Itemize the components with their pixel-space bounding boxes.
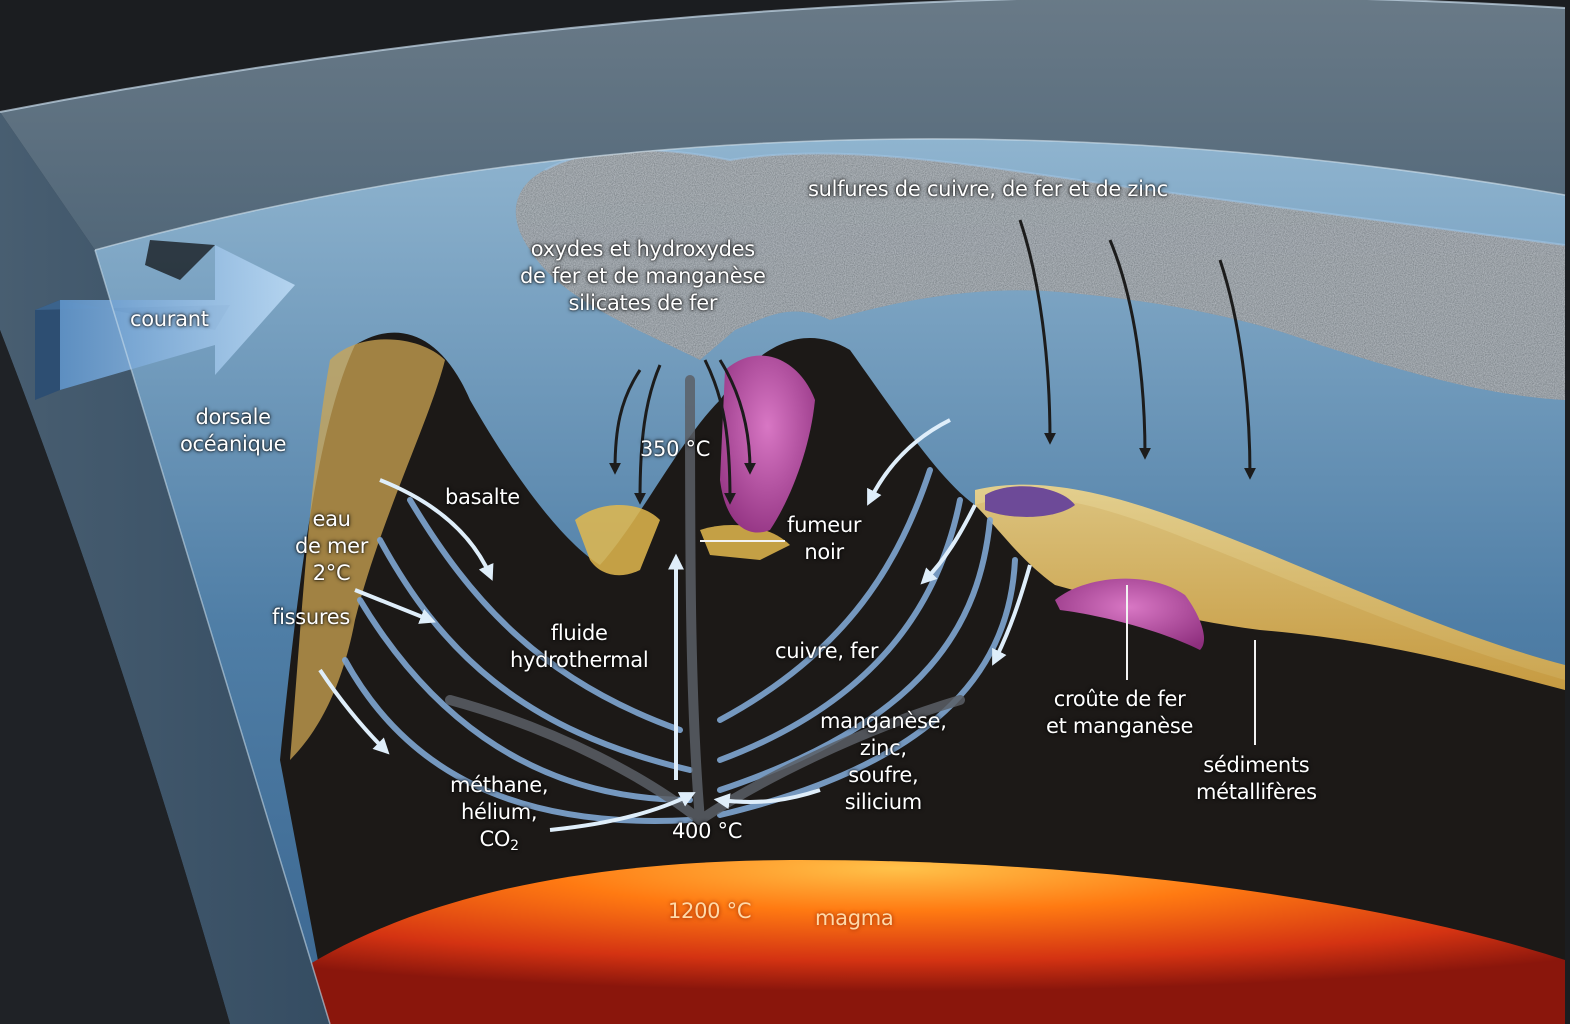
label-fumeur-noir: fumeur noir (787, 513, 862, 564)
sediment-left-ridge (290, 339, 445, 760)
current-arrow (35, 240, 295, 400)
label-basalte: basalte (445, 485, 520, 509)
label-oxydes: oxydes et hydroxydes de fer et de mangan… (520, 237, 766, 315)
sediment-vent-base (575, 505, 660, 576)
label-fissures: fissures (272, 605, 351, 629)
label-fluide-hydrothermal: fluide hydrothermal (510, 621, 649, 672)
label-sulfures: sulfures de cuivre, de fer et de zinc (808, 177, 1168, 201)
label-dorsale: dorsale océanique (180, 405, 287, 456)
deposit-crust-small (985, 486, 1075, 517)
leader-lines (700, 540, 1256, 745)
co2-subscript: 2 (510, 838, 519, 854)
sediment-layer (975, 484, 1565, 690)
label-temp-1200: 1200 °C (668, 899, 752, 923)
sector-top-face (0, 0, 1565, 250)
deposit-crust-mound (1055, 578, 1205, 650)
label-temp-400: 400 °C (672, 819, 743, 843)
sector-left-base (0, 330, 230, 1024)
label-methane: méthane, hélium, CO2 (450, 773, 549, 854)
label-temp-350: 350 °C (640, 437, 711, 461)
label-eau-de-mer: eau de mer 2°C (295, 507, 369, 585)
label-croute: croûte de fer et manganèse (1046, 687, 1194, 738)
label-manganese-list: manganèse, zinc, soufre, silicium (820, 709, 947, 814)
label-cuivre-fer: cuivre, fer (775, 639, 879, 663)
sulfide-cloud (515, 150, 1565, 400)
deposit-near-vent (720, 355, 815, 533)
seawater-arrows (318, 418, 1032, 832)
magma-chamber (230, 860, 1565, 1024)
label-magma: magma (815, 906, 894, 930)
fallout-arrows (609, 219, 1256, 505)
label-sediments: sédiments métallifères (1196, 753, 1317, 804)
label-courant: courant (130, 307, 209, 331)
